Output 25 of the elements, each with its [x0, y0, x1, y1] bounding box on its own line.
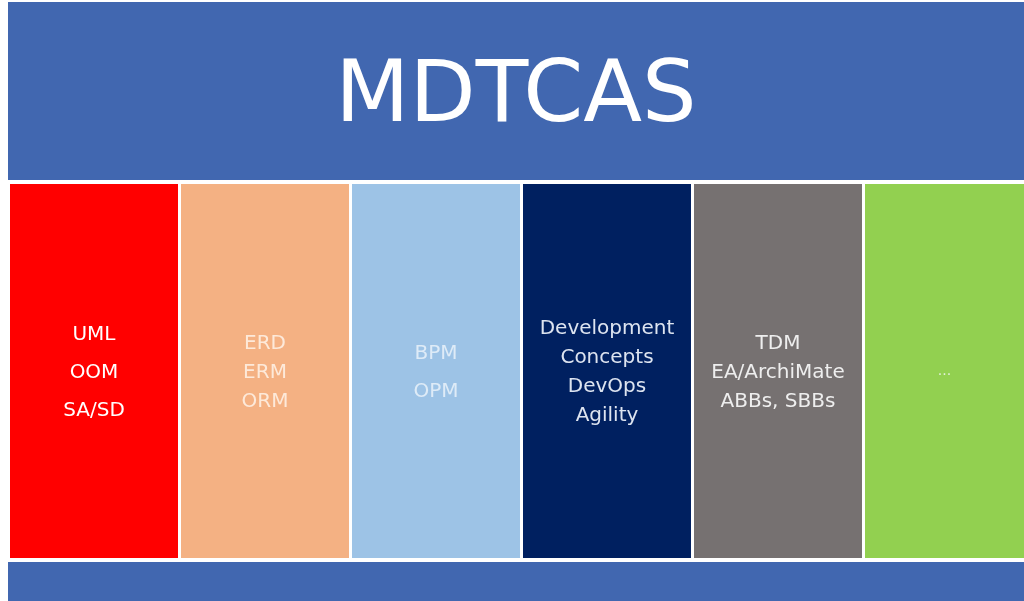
term-text: TDM	[755, 328, 801, 356]
column-panel	[352, 184, 520, 558]
term-text: OPM	[413, 377, 459, 404]
term-text: UML	[72, 320, 116, 347]
title-band	[8, 2, 1024, 180]
column-panel	[523, 184, 691, 558]
term-text: ORM	[241, 386, 289, 414]
term-text: SA/SD	[63, 396, 125, 423]
term-text: ERD	[244, 328, 286, 356]
term-text: Development	[539, 314, 675, 341]
column-panel	[865, 184, 1024, 558]
term-text: OOM	[69, 358, 119, 385]
column-panel	[10, 184, 178, 558]
title-text: MDTCAS	[335, 43, 697, 139]
term-text: ERM	[243, 357, 287, 385]
column-panel	[694, 184, 862, 558]
term-text: ABBs, SBBs	[720, 386, 836, 414]
term-text: DevOps	[567, 372, 647, 399]
column-panel	[181, 184, 349, 558]
term-text: BPM	[414, 339, 458, 366]
term-text: Concepts	[560, 343, 654, 370]
term-text: EA/ArchiMate	[711, 357, 845, 385]
term-text: Agility	[575, 401, 639, 428]
footer-band	[8, 562, 1024, 601]
term-text: ...	[937, 361, 952, 381]
